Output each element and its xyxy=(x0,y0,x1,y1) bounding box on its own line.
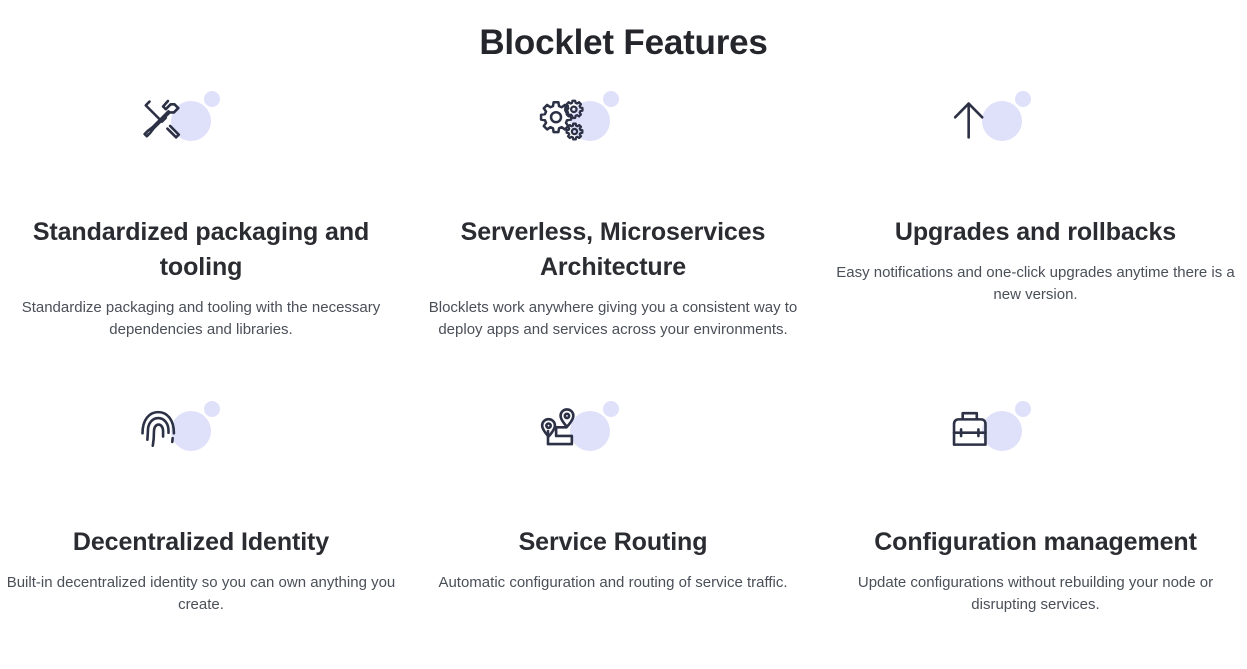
feature-description: Blocklets work anywhere giving you a con… xyxy=(428,299,798,338)
feature-icon-wrap xyxy=(529,84,639,146)
feature-description: Update configurations without rebuilding… xyxy=(857,574,1214,613)
feature-title: Configuration management xyxy=(874,528,1197,556)
feature-card-standardized-packaging: Standardized packaging and tooling Stand… xyxy=(0,84,402,394)
feature-card-decentralized-identity: Decentralized Identity Built-in decentra… xyxy=(0,394,402,669)
feature-icon-wrap xyxy=(941,84,1051,146)
feature-title: Serverless, Microservices Architecture xyxy=(460,218,766,281)
decorative-circle-large-icon xyxy=(982,411,1022,451)
decorative-circle-small-icon xyxy=(204,91,220,107)
tools-icon xyxy=(136,94,188,146)
feature-card-serverless-microservices: Serverless, Microservices Architecture B… xyxy=(402,84,824,394)
feature-title: Upgrades and rollbacks xyxy=(894,218,1177,246)
decorative-circle-small-icon xyxy=(204,401,220,417)
decorative-circle-small-icon xyxy=(1015,91,1031,107)
feature-card-service-routing: Service Routing Automatic configuration … xyxy=(402,394,824,669)
feature-description: Automatic configuration and routing of s… xyxy=(438,574,788,591)
feature-icon-wrap xyxy=(941,394,1051,456)
feature-description: Easy notifications and one-click upgrade… xyxy=(836,264,1235,303)
decorative-circle-large-icon xyxy=(982,101,1022,141)
decorative-circle-small-icon xyxy=(603,91,619,107)
feature-icon-wrap xyxy=(529,394,639,456)
page-title: Blocklet Features xyxy=(479,23,768,62)
feature-icon-wrap xyxy=(130,84,240,146)
feature-title: Standardized packaging and tooling xyxy=(32,218,370,281)
feature-description: Built-in decentralized identity so you c… xyxy=(6,574,396,613)
feature-card-upgrades-rollbacks: Upgrades and rollbacks Easy notification… xyxy=(824,84,1247,394)
arrow-up-icon xyxy=(947,94,999,146)
feature-description: Standardize packaging and tooling with t… xyxy=(21,299,381,338)
route-pins-icon xyxy=(535,404,587,456)
fingerprint-icon xyxy=(136,404,188,456)
feature-icon-wrap xyxy=(130,394,240,456)
features-grid: Standardized packaging and tooling Stand… xyxy=(0,84,1247,669)
feature-card-configuration-management: Configuration management Update configur… xyxy=(824,394,1247,669)
gears-icon xyxy=(535,94,587,146)
feature-title: Service Routing xyxy=(518,528,708,556)
toolbox-icon xyxy=(947,404,999,456)
decorative-circle-small-icon xyxy=(1015,401,1031,417)
decorative-circle-large-icon xyxy=(570,411,610,451)
decorative-circle-small-icon xyxy=(603,401,619,417)
feature-title: Decentralized Identity xyxy=(72,528,330,556)
decorative-circle-large-icon xyxy=(171,411,211,451)
